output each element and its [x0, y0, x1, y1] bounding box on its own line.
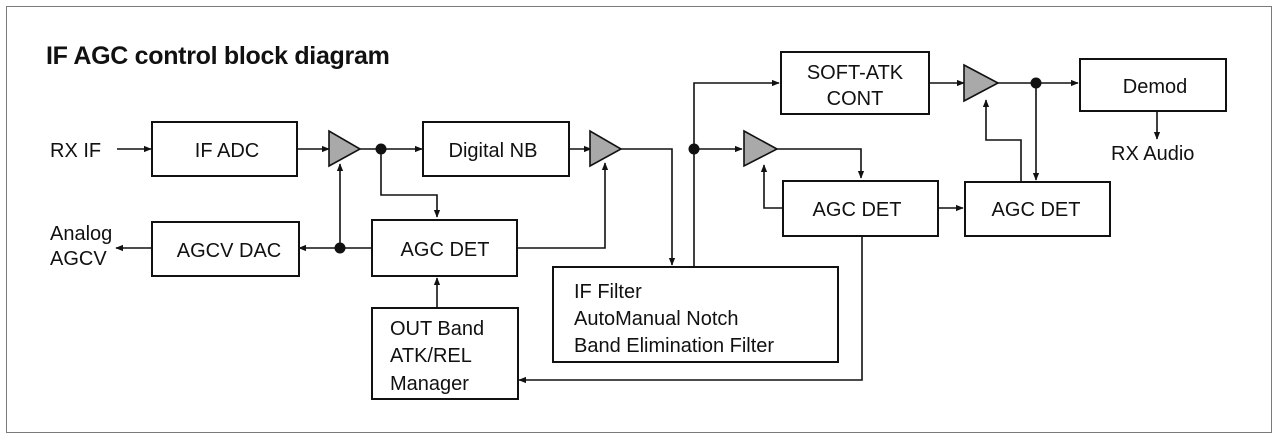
rx-if-label: RX IF [50, 140, 101, 162]
block-label-line: Band Elimination Filter [574, 335, 774, 357]
block-label-line: SOFT-ATK [807, 62, 904, 84]
junction-dot [688, 143, 700, 155]
block-label-line: Manager [390, 373, 469, 395]
diagram-title: IF AGC control block diagram [46, 42, 390, 70]
block-label: IF ADC [195, 140, 259, 162]
wire-agcdet2-to-amp3-control [760, 164, 783, 209]
wire-agcdet1-to-amp2-control [517, 162, 609, 249]
block-agc-det-3: AGC DET [964, 181, 1111, 237]
block-label-line: CONT [827, 88, 884, 110]
block-label: Demod [1123, 76, 1187, 98]
wire-tap-to-agcdet1 [380, 149, 441, 218]
block-label-line: IF Filter [574, 281, 642, 303]
amplifier-1-icon [328, 129, 362, 168]
amplifier-3-icon [743, 129, 779, 168]
block-agcv-dac: AGCV DAC [151, 221, 300, 277]
diagram-frame [6, 6, 1272, 433]
wire-amp2-to-iffilter [621, 148, 676, 266]
block-label: AGC DET [401, 239, 490, 261]
block-soft-atk-cont: SOFT-ATK CONT [780, 51, 930, 115]
block-label: AGC DET [813, 199, 902, 221]
wire-iffilter-output [693, 79, 780, 267]
amplifier-2-icon [589, 129, 623, 168]
junction-dot [375, 143, 387, 155]
block-label: AGCV DAC [177, 240, 281, 262]
block-agc-det-2: AGC DET [782, 180, 939, 237]
block-label: Digital NB [449, 140, 538, 162]
wire-amp3-to-agcdet2 [777, 148, 865, 179]
block-label-line: OUT Band [390, 318, 484, 340]
block-digital-nb: Digital NB [422, 121, 570, 177]
amplifier-4-icon [963, 63, 1000, 103]
analog-agcv-label-line2: AGCV [50, 248, 107, 270]
junction-dot [334, 242, 346, 254]
block-label: AGC DET [992, 199, 1081, 221]
junction-dot [1030, 77, 1042, 89]
block-demod: Demod [1079, 58, 1227, 112]
analog-agcv-label-line1: Analog [50, 223, 112, 245]
rx-audio-label: RX Audio [1111, 143, 1194, 165]
block-out-band-manager: OUT Band ATK/REL Manager [371, 307, 519, 400]
wire-agcdet2-to-manager [518, 236, 863, 384]
block-if-adc: IF ADC [151, 121, 298, 177]
block-label-line: AutoManual Notch [574, 308, 739, 330]
wire-agcdet3-to-amp4-control [982, 99, 1022, 182]
block-label-line: ATK/REL [390, 345, 472, 367]
block-if-filter: IF Filter AutoManual Notch Band Eliminat… [552, 266, 839, 363]
block-agc-det-1: AGC DET [371, 219, 518, 277]
